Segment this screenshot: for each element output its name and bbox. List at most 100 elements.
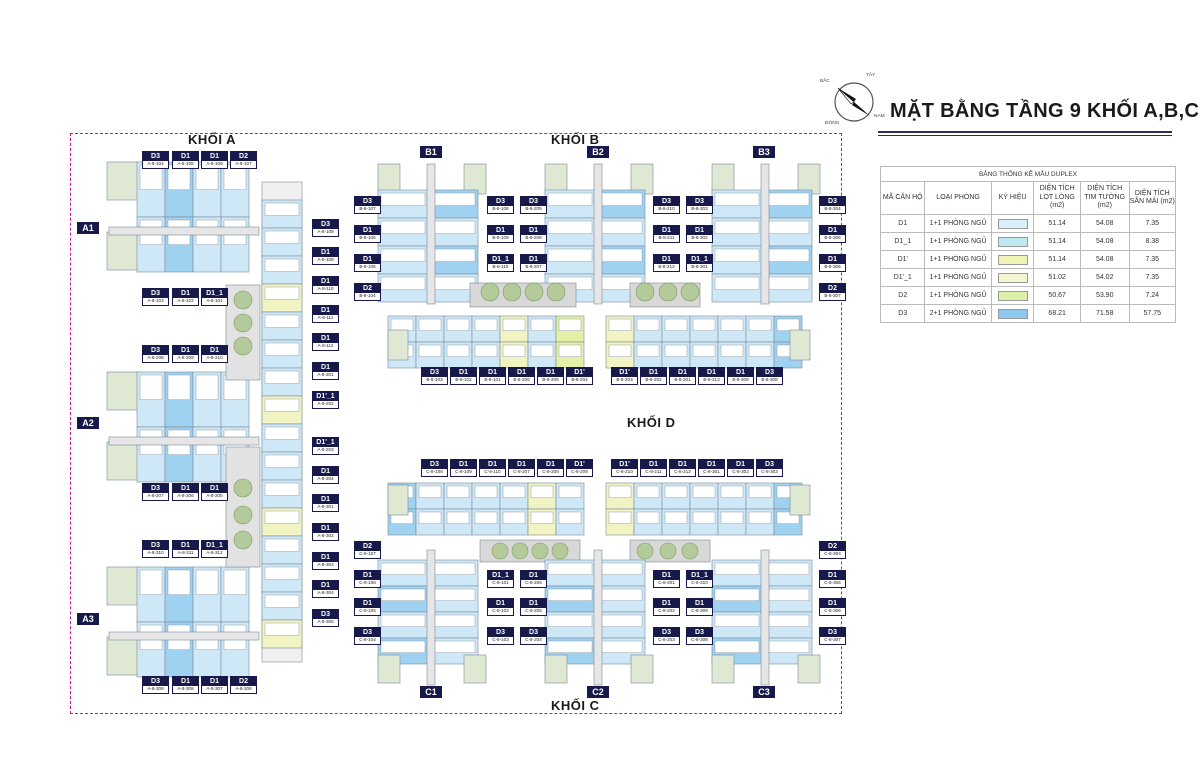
plan-room bbox=[264, 482, 300, 496]
plan-room bbox=[608, 344, 632, 357]
unit-type-code: D3 bbox=[686, 627, 713, 637]
unit-type-code: D1 bbox=[312, 552, 339, 562]
unit-type-code: D1 bbox=[520, 225, 547, 235]
unit-number: B-8-103 bbox=[421, 377, 448, 385]
plan-room bbox=[748, 318, 772, 331]
unit-number: C-8-308 bbox=[686, 637, 713, 645]
unit-type-code: D1 bbox=[450, 367, 477, 377]
terrace bbox=[377, 654, 401, 684]
plan-room bbox=[264, 370, 300, 384]
unit-number: A-8-206 bbox=[172, 493, 199, 501]
unit-number: A-8-311 bbox=[172, 550, 199, 558]
unit-number: A-8-106 bbox=[201, 161, 228, 169]
page-title: MẶT BẰNG TẦNG 9 KHỐI A,B,C bbox=[890, 100, 1200, 122]
block-a-title: KHỐI A bbox=[188, 132, 237, 147]
legend-cell-gross-area: 54.08 bbox=[1079, 232, 1130, 251]
unit-number: C-8-301 bbox=[698, 469, 725, 477]
unit-number: B-8-104 bbox=[354, 293, 381, 301]
unit-number: B-8-302 bbox=[686, 235, 713, 243]
legend-cell-code: D1_1 bbox=[879, 232, 926, 251]
unit-type-code: D1 bbox=[312, 305, 339, 315]
unit-number: A-8-204 bbox=[312, 476, 339, 484]
legend-cell-type: 1+1 PHÒNG NGỦ bbox=[924, 286, 992, 305]
unit-number: B-8-105 bbox=[354, 264, 381, 272]
unit-type-code: D1_1 bbox=[201, 540, 228, 550]
plan-room bbox=[636, 511, 660, 524]
plan-room bbox=[692, 511, 716, 524]
plan-room bbox=[764, 614, 810, 627]
unit-number: A-8-201 bbox=[312, 372, 339, 380]
block-d-title: KHỐI D bbox=[627, 415, 676, 430]
plan-room bbox=[664, 511, 688, 524]
legend-cell-net-area: 51.14 bbox=[1033, 214, 1081, 233]
unit-tag: D1'C-8-210 bbox=[611, 459, 638, 477]
unit-type-code: D1 bbox=[201, 345, 228, 355]
corridor bbox=[108, 631, 260, 641]
terrace bbox=[711, 654, 735, 684]
unit-type-code: D3 bbox=[142, 540, 169, 550]
unit-type-code: D3 bbox=[520, 196, 547, 206]
unit-number: C-8-205 bbox=[520, 608, 547, 616]
unit-type-code: D1 bbox=[819, 254, 846, 264]
plan-room bbox=[264, 342, 300, 356]
plan-room bbox=[547, 614, 593, 627]
legend-cell-type: 1+1 PHÒNG NGỦ bbox=[924, 232, 992, 251]
legend-cell-gross-area: 54.08 bbox=[1079, 250, 1130, 269]
legend-cell-symbol bbox=[990, 232, 1035, 251]
plan-room bbox=[714, 220, 760, 234]
plan-room bbox=[530, 318, 554, 331]
corridor bbox=[593, 549, 603, 686]
unit-type-code: D1 bbox=[653, 225, 680, 235]
unit-number: C-8-109 bbox=[450, 469, 477, 477]
unit-type-code: D1 bbox=[819, 570, 846, 580]
plan-room bbox=[714, 562, 760, 575]
unit-number: C-8-206 bbox=[520, 580, 547, 588]
legend-cell-type: 1+1 PHÒNG NGỦ bbox=[924, 250, 992, 269]
tree bbox=[491, 542, 509, 560]
plan-room bbox=[139, 164, 163, 190]
legend-color-swatch bbox=[997, 272, 1028, 283]
unit-number: C-8-209 bbox=[566, 469, 593, 477]
compass-east-label: ĐÔNG bbox=[825, 121, 840, 126]
plan-room bbox=[264, 314, 300, 328]
unit-type-code: D2 bbox=[819, 283, 846, 293]
legend-cell-type: 1+1 PHÒNG NGỦ bbox=[924, 214, 992, 233]
unit-type-code: D1' bbox=[611, 367, 638, 377]
wing-label-a2: A2 bbox=[77, 417, 99, 429]
legend-cell-roof-area: 7.35 bbox=[1128, 268, 1177, 287]
plan-room bbox=[764, 562, 810, 575]
plan-room bbox=[264, 566, 300, 580]
unit-number: C-8-102 bbox=[487, 608, 514, 616]
unit-number: C-8-307 bbox=[819, 637, 846, 645]
plan-room bbox=[764, 220, 810, 234]
unit-type-code: D1 bbox=[653, 254, 680, 264]
wing-label-c2: C2 bbox=[587, 686, 609, 698]
unit-type-code: D1 bbox=[312, 466, 339, 476]
unit-number: A-8-305 bbox=[312, 619, 339, 627]
unit-number: C-8-304 bbox=[819, 551, 846, 559]
tree bbox=[233, 505, 253, 525]
plan-room bbox=[720, 485, 744, 498]
unit-type-code: D1' bbox=[566, 459, 593, 469]
